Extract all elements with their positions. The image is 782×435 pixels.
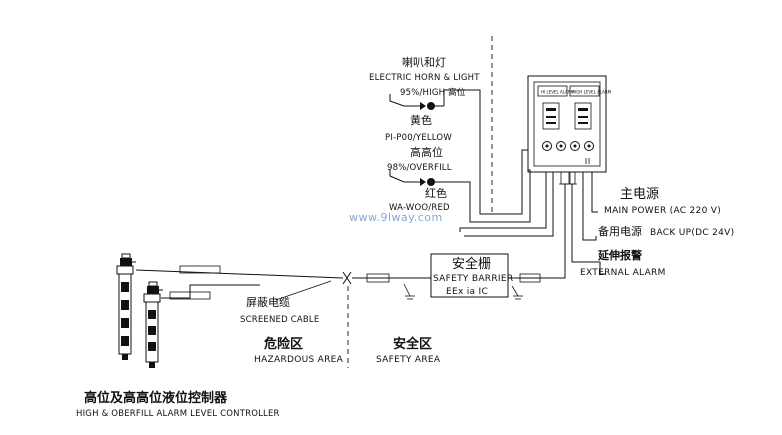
horn-high-icon (389, 89, 528, 215)
backup-power-cn: 备用电源 (598, 224, 642, 238)
screened-cable-cn: 屏蔽电缆 (246, 296, 290, 309)
horn-title-cn: 喇叭和灯 (402, 55, 446, 69)
level-controller-high-icon (116, 253, 136, 360)
hazardous-area-cn: 危险区 (264, 336, 303, 352)
safety-area-en: SAFETY AREA (376, 355, 441, 365)
overfill-en: 98%/OVERFILL (387, 163, 452, 173)
external-alarm-wire (571, 184, 606, 275)
safety-barrier-box (430, 253, 509, 298)
main-power-wire (591, 172, 598, 213)
cable-segment-right (508, 273, 541, 300)
barrier-rating: EEx ia IC (446, 287, 488, 297)
watermark-text: www.9lway.com (349, 211, 443, 224)
controller-title-en: HIGH & OBERFILL ALARM LEVEL CONTROLLER (76, 409, 280, 419)
hazardous-area-en: HAZARDOUS AREA (254, 355, 344, 365)
cable-segment-middle (352, 273, 431, 300)
panel-window-left-label: HI LEVEL ALARM (541, 90, 575, 95)
main-power-en: MAIN POWER (AC 220 V) (604, 206, 721, 216)
red-en: WA-WOO/RED (389, 203, 450, 213)
barrier-to-panel-wire (518, 184, 566, 279)
backup-power-wire (582, 172, 597, 241)
main-power-cn: 主电源 (620, 187, 659, 202)
high-level-label: 95%/HIGH 高位 (400, 87, 466, 98)
yellow-en: PI-P00/YELLOW (385, 133, 452, 143)
horn-title-en: ELECTRIC HORN & LIGHT (369, 73, 480, 83)
barrier-title-cn: 安全栅 (452, 256, 491, 272)
panel-window-right-label: HIGH LEVEL ALARM (572, 90, 612, 95)
control-panel: HI LEVEL ALARM HIGH LEVEL ALARM (527, 75, 612, 173)
screened-cable (135, 265, 344, 301)
cable-break-mark (342, 271, 352, 285)
external-alarm-cn: 延伸报警 (597, 248, 642, 262)
safety-area-cn: 安全区 (393, 336, 432, 352)
horn-wire-2 (464, 172, 554, 237)
overfill-cn: 高高位 (410, 145, 443, 159)
screened-cable-en: SCREENED CABLE (240, 315, 319, 325)
yellow-cn: 黄色 (410, 113, 432, 127)
level-controller-overfill-icon (143, 281, 163, 368)
horn-overfill-icon (389, 169, 531, 223)
external-alarm-en: EXTERNAL ALARM (580, 268, 666, 278)
horn-return-wire (459, 172, 547, 232)
controller-title-cn: 高位及高高位液位控制器 (84, 390, 228, 406)
red-cn: 红色 (425, 186, 447, 200)
backup-power-en: BACK UP(DC 24V) (650, 228, 734, 238)
barrier-title-en: SAFETY BARRIER (433, 274, 513, 284)
panel-glands (559, 171, 577, 185)
